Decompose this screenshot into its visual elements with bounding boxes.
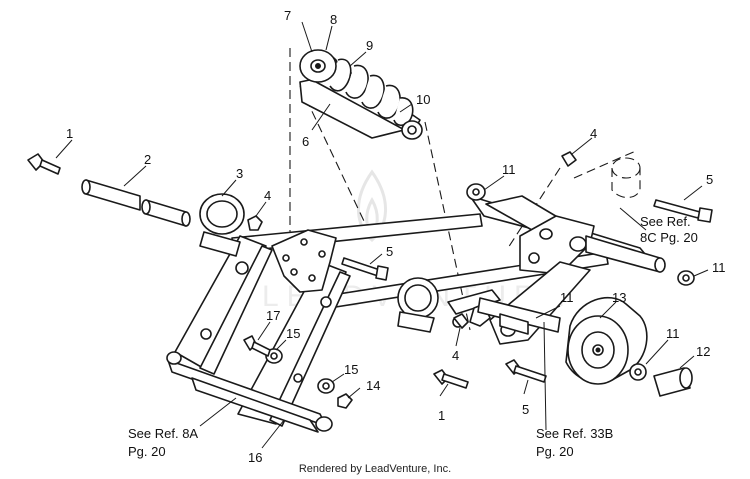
callout-17: 17 bbox=[266, 308, 280, 323]
callout-8: 8 bbox=[330, 12, 337, 27]
callout-2: 2 bbox=[144, 152, 151, 167]
footer-credit: Rendered by LeadVenture, Inc. bbox=[299, 463, 451, 475]
callout-12: 12 bbox=[696, 344, 710, 359]
ref-33b-line2: Pg. 20 bbox=[536, 444, 574, 459]
callout-9: 9 bbox=[366, 38, 373, 53]
washers bbox=[265, 183, 695, 394]
callout-11-center: 11 bbox=[560, 290, 574, 305]
fasteners bbox=[243, 151, 713, 409]
ref-8c-line2: 8C Pg. 20 bbox=[640, 230, 698, 245]
callout-7: 7 bbox=[284, 8, 291, 23]
ref-33b-line1: See Ref. 33B bbox=[536, 426, 613, 441]
callout-11-top: 11 bbox=[502, 162, 516, 177]
callout-14: 14 bbox=[366, 378, 380, 393]
reference-notes: See Ref. 8C Pg. 20 See Ref. 8A Pg. 20 Se… bbox=[128, 214, 698, 459]
callout-15-upper: 15 bbox=[286, 326, 300, 341]
callout-3: 3 bbox=[236, 166, 243, 181]
callout-4-lower: 4 bbox=[452, 348, 459, 363]
leader-lines bbox=[55, 21, 709, 449]
part-1-bolt-left bbox=[27, 153, 61, 175]
ref-8a-line1: See Ref. 8A bbox=[128, 426, 198, 441]
callout-1-top: 1 bbox=[66, 126, 73, 141]
part-5-bolt-center bbox=[341, 257, 389, 281]
nut-4-right bbox=[561, 151, 577, 167]
phantom-part bbox=[611, 157, 641, 199]
callout-5-right: 5 bbox=[706, 172, 713, 187]
ref-8a-line2: Pg. 20 bbox=[128, 444, 166, 459]
part-3-ring bbox=[199, 193, 245, 257]
callout-4-right: 4 bbox=[590, 126, 597, 141]
callout-10: 10 bbox=[416, 92, 430, 107]
shock-absorber bbox=[299, 49, 423, 140]
mounting-bracket bbox=[271, 229, 337, 293]
ref-8c-line1: See Ref. bbox=[640, 214, 691, 229]
callout-6: 6 bbox=[302, 134, 309, 149]
callout-16: 16 bbox=[248, 450, 262, 465]
callout-numbers: 1 1 2 3 4 4 4 5 5 5 6 7 8 9 10 11 11 11 … bbox=[66, 8, 726, 465]
part-4-nut-upper bbox=[247, 215, 263, 231]
callout-5-lower: 5 bbox=[522, 402, 529, 417]
part-12-spacer bbox=[653, 367, 693, 397]
callout-11-lower: 11 bbox=[666, 326, 680, 341]
left-arm-assembly bbox=[166, 235, 351, 433]
callout-11-right: 11 bbox=[712, 260, 726, 275]
callout-1-bottom: 1 bbox=[438, 408, 445, 423]
callout-4-left: 4 bbox=[264, 188, 271, 203]
callout-5-center: 5 bbox=[386, 244, 393, 259]
nut-4-lower bbox=[453, 313, 469, 329]
right-upper-bracket bbox=[485, 195, 666, 275]
right-lower-bracket bbox=[477, 261, 591, 345]
callout-13: 13 bbox=[612, 290, 626, 305]
part-2-sleeve bbox=[81, 179, 191, 227]
middle-arm-assembly bbox=[397, 277, 501, 333]
part-13-idler-wheel bbox=[565, 296, 648, 385]
callout-15-lower: 15 bbox=[344, 362, 358, 377]
